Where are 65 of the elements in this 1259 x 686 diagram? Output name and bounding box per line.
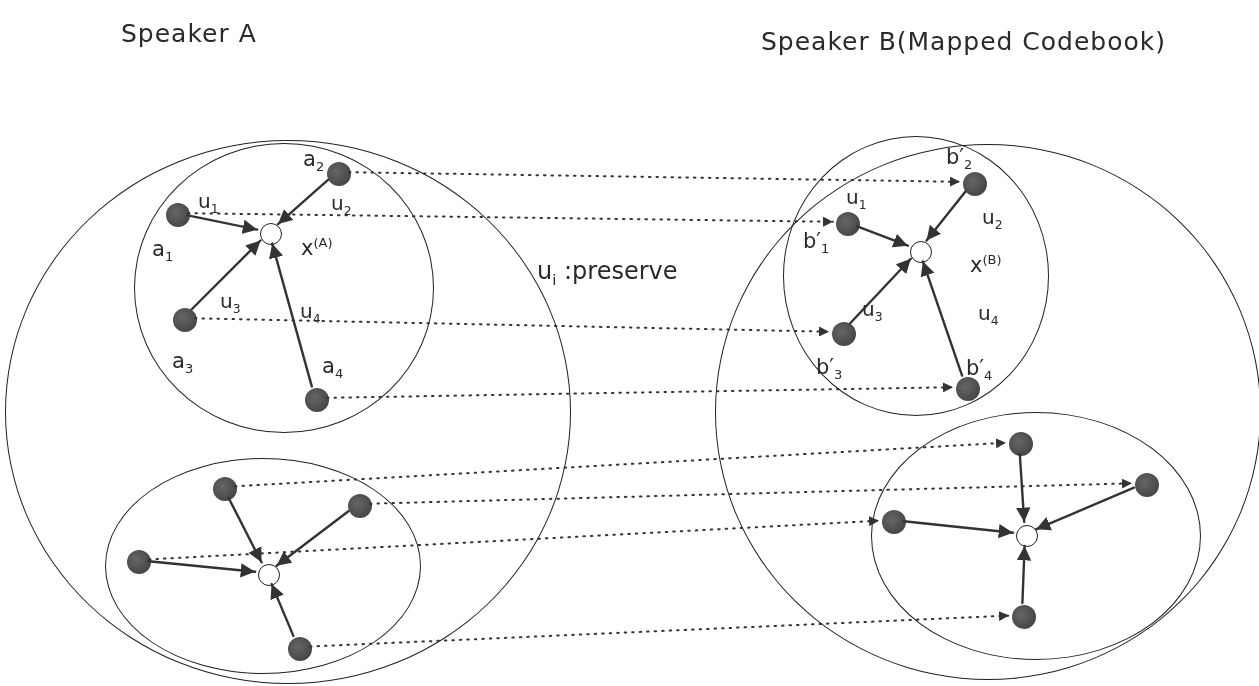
centroid-circle bbox=[258, 564, 280, 586]
speaker-heading: Speaker A bbox=[121, 19, 257, 48]
codeword-label: a$_{1}$ bbox=[152, 238, 174, 265]
codeword-dot bbox=[166, 203, 190, 227]
codeword-label: b′$_{1}$ bbox=[803, 230, 830, 257]
codeword-label: b′$_{3}$ bbox=[816, 356, 843, 383]
codeword-label: x$^{(A)}$ bbox=[301, 236, 333, 261]
centroid-circle bbox=[260, 223, 282, 245]
centroid-circle bbox=[1016, 525, 1038, 547]
vector-label: u$_{4}$ bbox=[300, 300, 321, 326]
codeword-dot bbox=[882, 510, 906, 534]
vector-arrow bbox=[856, 225, 909, 248]
codeword-label: b′$_{2}$ bbox=[946, 146, 973, 173]
speaker-heading: Speaker B(Mapped Codebook) bbox=[761, 27, 1167, 56]
codeword-dot bbox=[127, 550, 151, 574]
codeword-dot bbox=[832, 322, 856, 346]
codeword-dot bbox=[1012, 605, 1036, 629]
vector-arrow bbox=[1016, 544, 1032, 605]
codeword-dot bbox=[836, 212, 860, 236]
vector-arrow bbox=[190, 239, 262, 311]
codeword-dot bbox=[1135, 473, 1159, 497]
vector-label: u$_{2}$ bbox=[982, 206, 1003, 232]
mapping-arrow bbox=[348, 171, 961, 187]
codeword-label: x$^{(B)}$ bbox=[970, 253, 1002, 278]
codeword-dot bbox=[213, 477, 237, 501]
vector-arrow bbox=[270, 582, 295, 638]
vector-label: u$_{1}$ bbox=[198, 190, 219, 216]
vector-arrow bbox=[227, 496, 263, 564]
vector-label: u$_{3}$ bbox=[220, 290, 241, 316]
codeword-label: a$_{2}$ bbox=[303, 148, 325, 175]
mapping-arrow bbox=[369, 478, 1133, 505]
codeword-label: a$_{3}$ bbox=[172, 350, 194, 377]
codeword-label: b′$_{4}$ bbox=[966, 357, 993, 384]
codeword-dot bbox=[327, 162, 351, 186]
vector-arrow bbox=[1034, 486, 1136, 531]
vector-arrow bbox=[147, 560, 257, 578]
vector-arrow bbox=[849, 257, 912, 325]
vector-arrow bbox=[276, 178, 330, 226]
codeword-dot bbox=[956, 377, 980, 401]
codeword-dot bbox=[1009, 432, 1033, 456]
centroid-circle bbox=[910, 241, 932, 263]
vector-arrow bbox=[902, 520, 1015, 539]
mapping-arrow bbox=[326, 382, 954, 399]
vector-arrow bbox=[269, 242, 313, 388]
mapping-arrow bbox=[234, 438, 1007, 488]
codeword-dot bbox=[288, 637, 312, 661]
mapping-arrow bbox=[194, 317, 830, 337]
mapping-arrow bbox=[187, 212, 834, 227]
codeword-dot bbox=[305, 388, 329, 412]
codeword-dot bbox=[963, 172, 987, 196]
vector-arrow bbox=[275, 510, 350, 567]
note-text: u$_{i}$ :preserve bbox=[537, 258, 678, 289]
vector-arrow bbox=[1016, 452, 1031, 524]
codeword-label: a$_{4}$ bbox=[322, 355, 344, 382]
vector-arrow bbox=[186, 214, 259, 234]
vector-label: u$_{2}$ bbox=[331, 192, 352, 218]
mapping-arrow bbox=[148, 516, 880, 561]
codeword-dot bbox=[348, 494, 372, 518]
vector-label: u$_{3}$ bbox=[862, 298, 883, 324]
vector-arrow bbox=[925, 190, 967, 242]
vector-label: u$_{1}$ bbox=[846, 186, 867, 212]
codeword-dot bbox=[173, 308, 197, 332]
vector-label: u$_{4}$ bbox=[978, 302, 999, 328]
mapping-arrow bbox=[309, 611, 1010, 648]
vector-arrow bbox=[920, 260, 964, 377]
